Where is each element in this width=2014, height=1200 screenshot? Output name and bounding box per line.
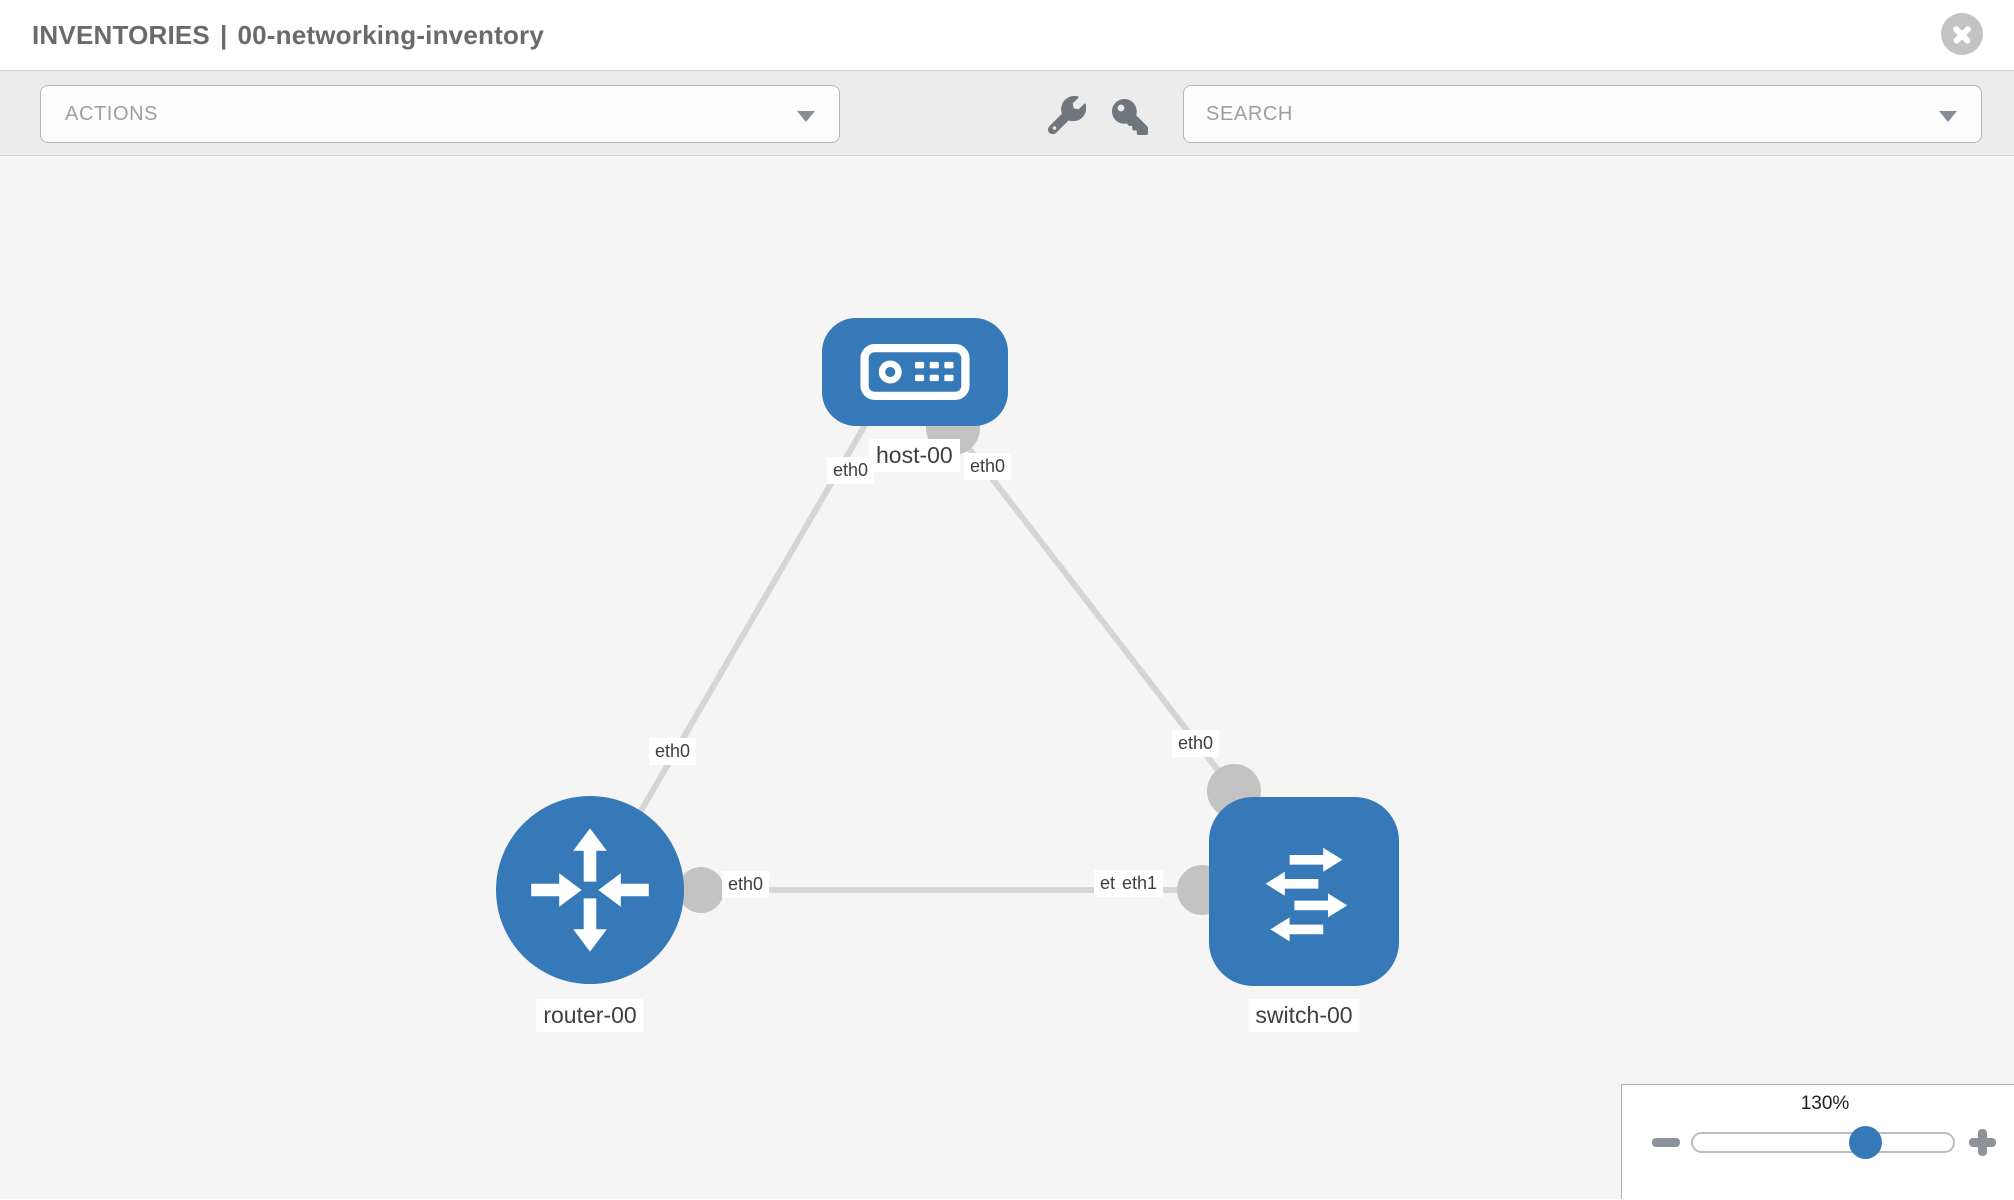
iface-label: eth0	[1172, 730, 1220, 757]
node-label-switch: switch-00	[1248, 999, 1360, 1032]
iface-label: eth0	[827, 457, 875, 484]
topology-canvas[interactable]: eth0 host-00 eth0 eth0 eth0 eth0 eth0 et…	[0, 156, 2014, 1199]
host-icon	[860, 344, 970, 400]
iface-connector-router	[678, 867, 724, 913]
actions-dropdown-label: ACTIONS	[65, 103, 159, 125]
search-input[interactable]	[1184, 86, 1981, 142]
toolbar: ACTIONS	[0, 70, 2014, 156]
router-icon	[531, 828, 649, 952]
zoom-slider-thumb[interactable]	[1849, 1126, 1882, 1159]
iface-label: eth0	[649, 738, 697, 765]
node-label-host: host-00	[869, 439, 960, 472]
node-host[interactable]	[822, 318, 1008, 426]
caret-down-icon	[797, 111, 815, 122]
breadcrumb-section: INVENTORIES	[32, 20, 210, 50]
node-router[interactable]	[496, 796, 684, 984]
close-button[interactable]	[1941, 13, 1983, 55]
header: INVENTORIES | 00-networking-inventory	[0, 0, 2014, 70]
zoom-in-button[interactable]	[1969, 1129, 1996, 1156]
switch-icon	[1265, 847, 1348, 942]
caret-down-icon	[1939, 111, 1957, 122]
node-switch[interactable]	[1209, 797, 1399, 986]
actions-dropdown[interactable]: ACTIONS	[40, 85, 840, 143]
breadcrumb-item: 00-networking-inventory	[237, 20, 545, 50]
iface-label: eth0	[722, 871, 770, 898]
key-icon[interactable]	[1112, 99, 1148, 135]
page-title: INVENTORIES | 00-networking-inventory	[32, 0, 544, 70]
zoom-slider[interactable]	[1691, 1132, 1955, 1153]
zoom-panel: 130%	[1621, 1084, 2014, 1199]
zoom-out-button[interactable]	[1652, 1138, 1680, 1147]
iface-label: eth1	[1116, 870, 1164, 897]
wrench-icon[interactable]	[1048, 96, 1086, 134]
search-dropdown[interactable]	[1183, 85, 1982, 143]
iface-label: eth0	[964, 453, 1012, 480]
node-label-router: router-00	[536, 999, 644, 1032]
breadcrumb-separator: |	[219, 20, 228, 50]
zoom-level: 130%	[1800, 1093, 1850, 1114]
